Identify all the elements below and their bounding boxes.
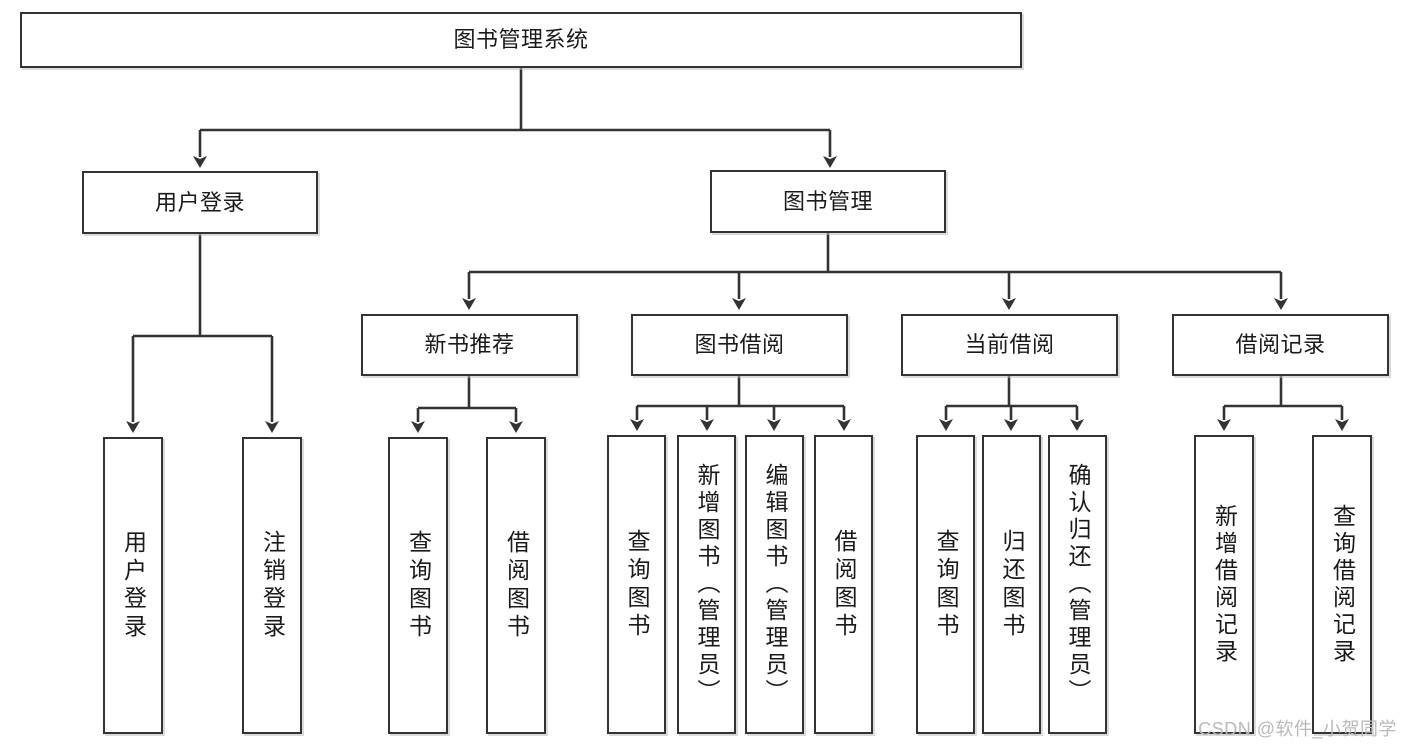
leaf-query-book-3-label: 查询图书	[933, 528, 959, 641]
leaf-confirm-return-label: 确认归还（管理员）	[1065, 463, 1091, 706]
leaf-borrow-book-1[interactable]: 借阅图书	[486, 437, 546, 734]
node-current-borrow-label: 当前借阅	[964, 332, 1055, 357]
node-new-book-recommend[interactable]: 新书推荐	[361, 314, 578, 376]
leaf-query-record-label: 查询借阅记录	[1329, 503, 1356, 666]
node-book-management[interactable]: 图书管理	[710, 170, 946, 233]
leaf-add-book-label: 新增图书（管理员）	[694, 463, 720, 706]
leaf-edit-book-label: 编辑图书（管理员）	[762, 463, 788, 706]
node-book-borrow-label: 图书借阅	[694, 332, 785, 357]
leaf-logout-login[interactable]: 注销登录	[242, 437, 302, 734]
leaf-query-book-2-label: 查询图书	[624, 528, 650, 641]
leaf-return-book-label: 归还图书	[999, 528, 1025, 641]
node-root-label: 图书管理系统	[453, 27, 589, 52]
leaf-confirm-return[interactable]: 确认归还（管理员）	[1048, 435, 1107, 734]
leaf-return-book[interactable]: 归还图书	[982, 435, 1041, 734]
leaf-borrow-book-1-label: 借阅图书	[503, 529, 530, 642]
node-root[interactable]: 图书管理系统	[20, 12, 1022, 68]
node-book-borrow[interactable]: 图书借阅	[631, 314, 848, 376]
leaf-query-book-3[interactable]: 查询图书	[916, 435, 975, 734]
leaf-query-book-2[interactable]: 查询图书	[607, 435, 666, 734]
leaf-user-login[interactable]: 用户登录	[103, 437, 163, 734]
node-user-login-label: 用户登录	[154, 189, 245, 215]
leaf-borrow-book-2-label: 借阅图书	[831, 528, 857, 641]
node-borrow-record-label: 借阅记录	[1235, 332, 1326, 357]
leaf-add-record-label: 新增借阅记录	[1211, 503, 1238, 666]
node-borrow-record[interactable]: 借阅记录	[1172, 314, 1389, 376]
leaf-add-book[interactable]: 新增图书（管理员）	[677, 435, 736, 734]
leaf-logout-login-label: 注销登录	[259, 529, 286, 642]
node-book-management-label: 图书管理	[782, 188, 873, 214]
node-current-borrow[interactable]: 当前借阅	[901, 314, 1118, 376]
leaf-query-book-1[interactable]: 查询图书	[388, 437, 448, 734]
leaf-query-record[interactable]: 查询借阅记录	[1312, 435, 1372, 734]
node-new-book-recommend-label: 新书推荐	[424, 332, 515, 357]
leaf-user-login-label: 用户登录	[120, 529, 147, 642]
watermark-text: CSDN @软件_小贺同学	[1198, 719, 1397, 739]
node-user-login[interactable]: 用户登录	[82, 171, 318, 234]
leaf-query-book-1-label: 查询图书	[405, 529, 432, 642]
leaf-edit-book[interactable]: 编辑图书（管理员）	[745, 435, 804, 734]
leaf-borrow-book-2[interactable]: 借阅图书	[814, 435, 873, 734]
leaf-add-record[interactable]: 新增借阅记录	[1194, 435, 1254, 734]
